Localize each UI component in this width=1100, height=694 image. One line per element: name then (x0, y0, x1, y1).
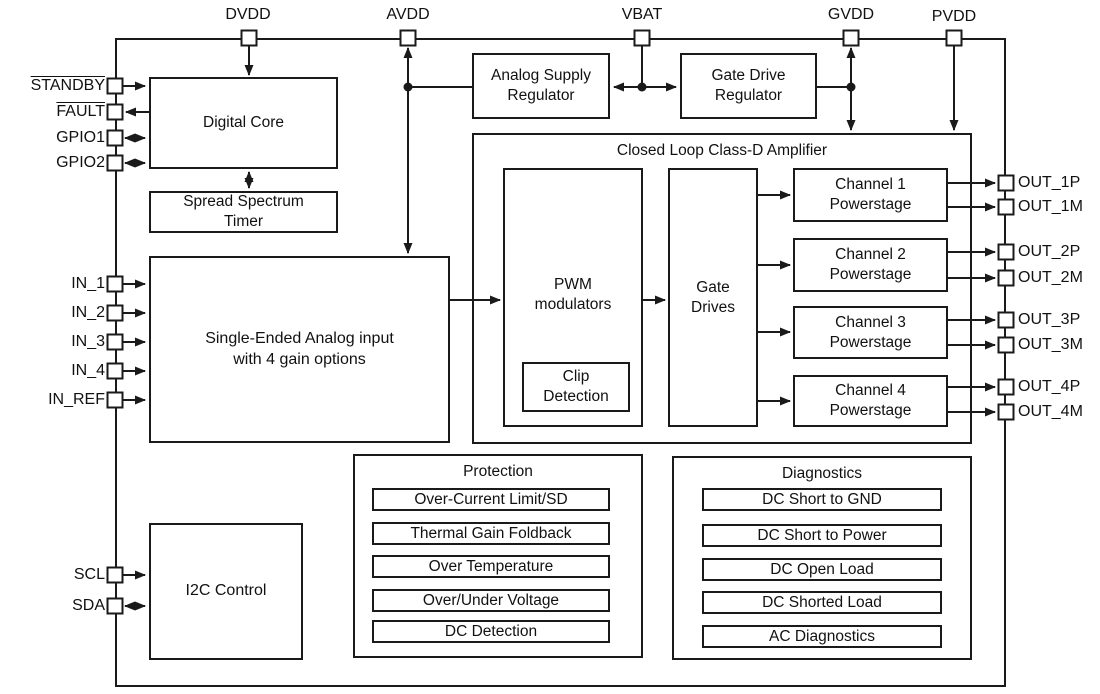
block-channel-2-powerstage: Channel 2 Powerstage (793, 238, 948, 292)
pin-label-out-4m: OUT_4M (1018, 403, 1083, 420)
pin-label-out-4p: OUT_4P (1018, 378, 1081, 395)
diagnostics-title: Diagnostics (781, 465, 863, 482)
block-clip-detection: Clip Detection (522, 362, 630, 412)
block-label: Digital Core (203, 114, 284, 132)
block-analog-supply-regulator: Analog Supply Regulator (472, 53, 610, 119)
pin-label-out-3p: OUT_3P (1018, 311, 1081, 328)
pin-label-sda: SDA (72, 597, 105, 614)
pin-label-in-4: IN_4 (71, 362, 105, 379)
block-label: PWM modulators (534, 276, 612, 313)
block-label: Channel 4 Powerstage (829, 382, 912, 419)
block-i2c-control: I2C Control (149, 523, 303, 660)
pin-label-scl: SCL (73, 566, 105, 583)
block-channel-3-powerstage: Channel 3 Powerstage (793, 306, 948, 359)
block-label: I2C Control (185, 582, 267, 600)
pin-label-pvdd: PVDD (931, 8, 977, 25)
block-channel-1-powerstage: Channel 1 Powerstage (793, 168, 948, 222)
protection-title: Protection (463, 463, 533, 480)
block-label: Clip Detection (543, 368, 609, 405)
pin-label-in-1: IN_1 (71, 275, 105, 292)
protection-panel: Protection Over-Current Limit/SD Thermal… (353, 454, 643, 658)
protection-item: Over-Current Limit/SD (372, 488, 610, 511)
pin-label-gpio1: GPIO1 (56, 129, 105, 146)
block-digital-core: Digital Core (149, 77, 338, 169)
diagnostics-item: DC Shorted Load (702, 591, 942, 614)
pin-label-in-ref: IN_REF (48, 391, 105, 408)
block-label: Analog Supply Regulator (491, 67, 591, 104)
diagnostics-panel: Diagnostics DC Short to GND DC Short to … (672, 456, 972, 660)
pin-label-vbat: VBAT (621, 6, 663, 23)
pin-label-out-2m: OUT_2M (1018, 269, 1083, 286)
block-channel-4-powerstage: Channel 4 Powerstage (793, 375, 948, 427)
block-label: Gate Drive Regulator (711, 67, 786, 104)
pin-label-out-1p: OUT_1P (1018, 174, 1081, 191)
block-label: Single-Ended Analog input with 4 gain op… (205, 330, 394, 368)
pin-label-avdd: AVDD (386, 6, 430, 23)
pin-label-in-2: IN_2 (71, 304, 105, 321)
diagnostics-item: DC Short to GND (702, 488, 942, 511)
diagnostics-item: DC Short to Power (702, 524, 942, 547)
pin-label-gvdd: GVDD (827, 6, 875, 23)
protection-item: Over Temperature (372, 555, 610, 578)
block-label: Channel 1 Powerstage (829, 176, 912, 213)
block-gate-drive-regulator: Gate Drive Regulator (680, 53, 817, 119)
pin-label-out-1m: OUT_1M (1018, 198, 1083, 215)
protection-item: Thermal Gain Foldback (372, 522, 610, 545)
pin-label-standby: STANDBY (30, 77, 105, 94)
pin-label-dvdd: DVDD (225, 6, 271, 23)
closed-loop-amplifier-title: Closed Loop Class-D Amplifier (616, 142, 828, 159)
block-spread-spectrum-timer: Spread Spectrum Timer (149, 191, 338, 233)
block-analog-input: Single-Ended Analog input with 4 gain op… (149, 256, 450, 443)
block-gate-drives: Gate Drives (668, 168, 758, 427)
diagnostics-item: DC Open Load (702, 558, 942, 581)
protection-item: DC Detection (372, 620, 610, 643)
pin-label-out-2p: OUT_2P (1018, 243, 1081, 260)
block-label: Channel 3 Powerstage (829, 313, 912, 351)
diagnostics-item: AC Diagnostics (702, 625, 942, 648)
block-label: Spread Spectrum Timer (183, 193, 304, 230)
protection-item: Over/Under Voltage (372, 589, 610, 612)
block-label: Gate Drives (691, 278, 735, 316)
pin-label-gpio2: GPIO2 (56, 154, 105, 171)
block-label: Channel 2 Powerstage (829, 246, 912, 283)
pin-label-fault: FAULT (56, 103, 105, 120)
pin-label-in-3: IN_3 (71, 333, 105, 350)
pin-label-out-3m: OUT_3M (1018, 336, 1083, 353)
